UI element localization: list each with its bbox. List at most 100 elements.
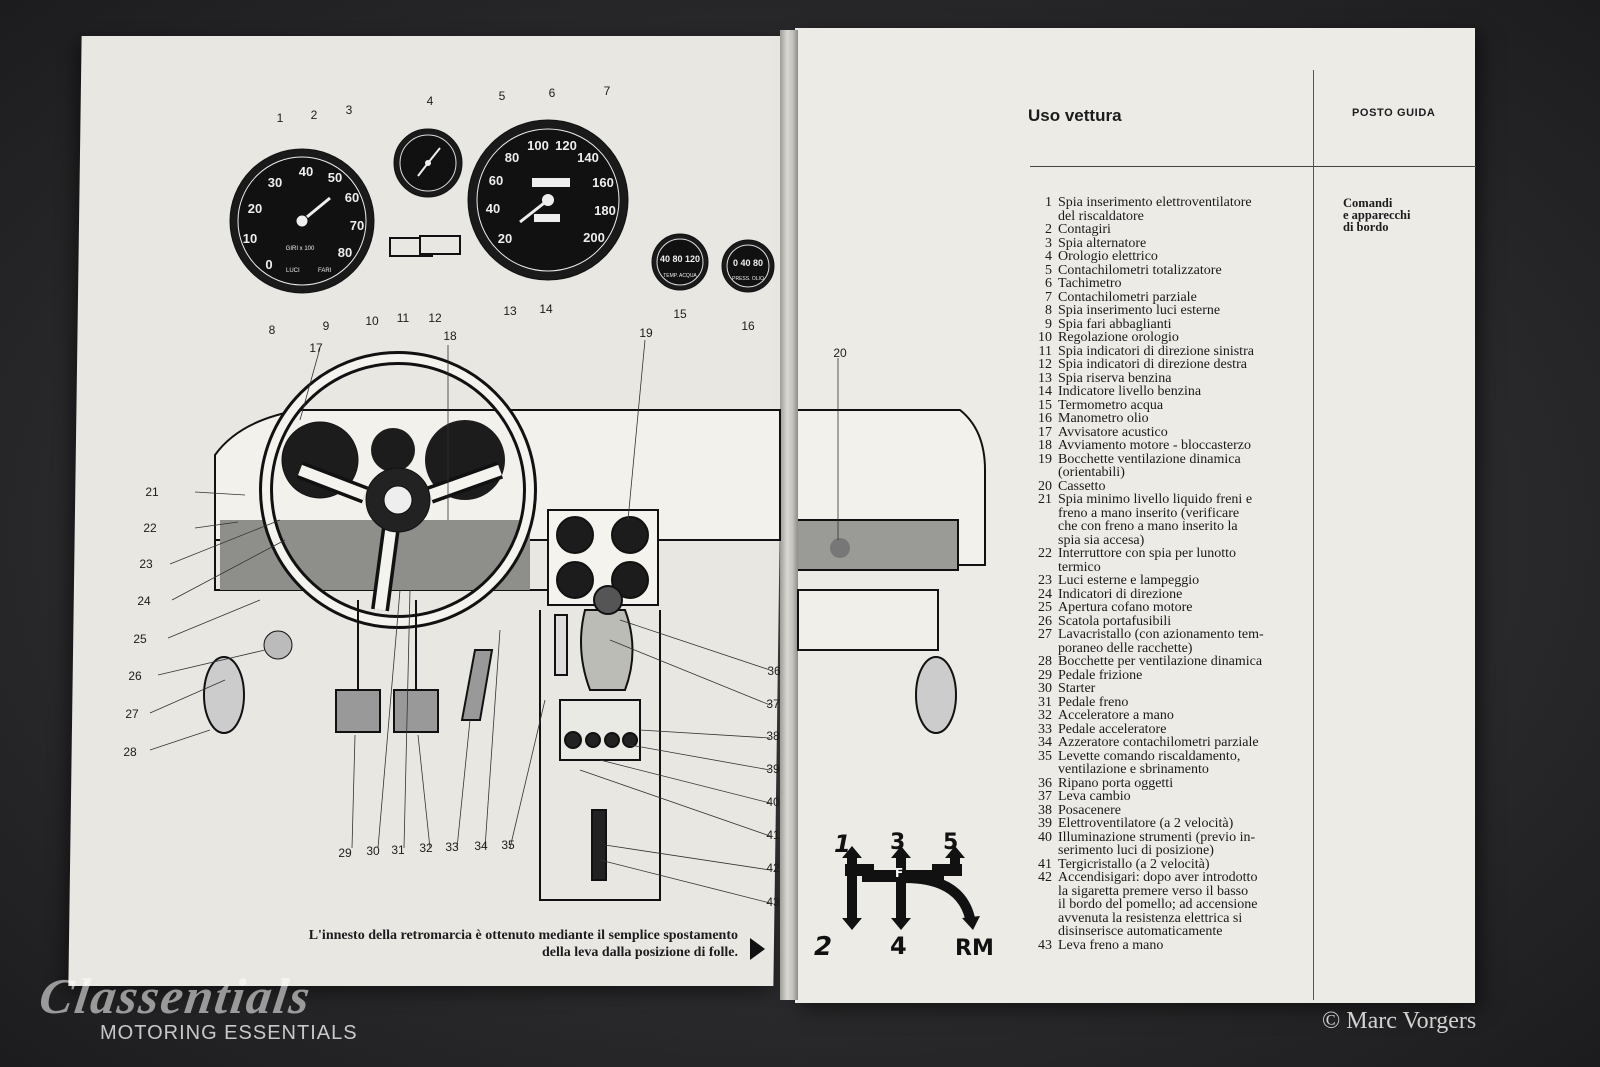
legend-line: Lavacristallo (con azionamento tem- <box>1058 627 1264 642</box>
legend-text: Acceleratore a mano <box>1058 709 1348 723</box>
legend-number: 29 <box>1038 667 1052 683</box>
legend-line: Pedale frizione <box>1058 667 1143 683</box>
temp-label: TEMP. ACQUA <box>663 273 697 279</box>
legend-line: Accendisigari: dopo aver introdotto <box>1058 870 1258 885</box>
shift-label-5: 5 <box>943 830 959 855</box>
svg-text:23: 23 <box>139 557 153 571</box>
page-number: 7 <box>1535 980 1542 992</box>
right-turn-indicator <box>419 235 461 255</box>
legend-text: Scatola portafusibili <box>1058 614 1348 629</box>
svg-text:13: 13 <box>503 304 517 318</box>
legend-line: (orientabili) <box>1058 465 1125 480</box>
legend-line: Leva cambio <box>1058 789 1131 804</box>
svg-text:20: 20 <box>833 346 847 360</box>
legend-line: Bocchette ventilazione dinamica <box>1058 451 1241 467</box>
legend-line: Spia fari abbaglianti <box>1058 316 1172 332</box>
legend-number: 1 <box>1045 195 1052 210</box>
legend-text: Spia indicatori di direzione destra <box>1058 358 1348 372</box>
legend-line: Orologio elettrico <box>1058 249 1158 264</box>
legend-text: Spia riserva benzina <box>1058 370 1348 386</box>
svg-text:120: 120 <box>555 138 577 153</box>
svg-text:30: 30 <box>268 175 282 190</box>
svg-text:180: 180 <box>594 203 616 218</box>
svg-text:3: 3 <box>346 103 353 117</box>
legend-text: Orologio elettrico <box>1058 250 1348 264</box>
legend-line: avvenuta la resistenza elettrica si <box>1058 910 1243 926</box>
svg-text:140: 140 <box>577 150 599 165</box>
svg-text:40: 40 <box>766 795 780 809</box>
legend-text: Indicatori di direzione <box>1058 587 1348 602</box>
legend-text: Tachimetro <box>1058 277 1348 291</box>
legend-line: ventilazione e sbrinamento <box>1058 762 1209 777</box>
shift-label-2: 2 <box>814 932 833 962</box>
legend-line: Luci esterne e lampeggio <box>1058 573 1200 588</box>
svg-text:37: 37 <box>766 697 780 711</box>
svg-text:5: 5 <box>499 89 506 103</box>
legend-number: 20 <box>1038 478 1052 494</box>
legend-item: 37 Leva cambio <box>1028 790 1348 804</box>
legend-line: spia sia accesa) <box>1058 532 1145 548</box>
svg-text:60: 60 <box>489 173 503 188</box>
legend-text: Leva freno a mano <box>1058 938 1348 953</box>
legend-number: 33 <box>1038 721 1052 737</box>
legend-line: Termometro acqua <box>1058 397 1164 413</box>
svg-text:24: 24 <box>137 594 151 608</box>
legend-line: Interruttore con spia per lunotto <box>1058 546 1237 561</box>
svg-text:200: 200 <box>583 230 605 245</box>
svg-text:39: 39 <box>766 762 780 776</box>
svg-text:14: 14 <box>539 302 553 316</box>
svg-text:22: 22 <box>143 521 157 535</box>
legend-line: Spia riserva benzina <box>1058 370 1172 386</box>
legend-text: Bocchette ventilazione dinamica(orientab… <box>1058 451 1348 480</box>
legend-line: Contagiri <box>1058 222 1111 237</box>
legend-number: 25 <box>1038 600 1052 615</box>
center-console <box>539 509 661 901</box>
legend-line: Posacenere <box>1058 802 1121 818</box>
legend-number: 11 <box>1038 343 1052 359</box>
shift-label-reverse: RM <box>955 936 994 961</box>
legend-line: Tachimetro <box>1058 276 1122 291</box>
svg-text:28: 28 <box>123 745 137 759</box>
legend-number: 38 <box>1038 802 1052 818</box>
svg-text:32: 32 <box>419 841 433 855</box>
legend-number: 4 <box>1045 249 1052 264</box>
pedals <box>335 600 494 733</box>
legend-number: 37 <box>1038 789 1052 804</box>
svg-text:0 40 80: 0 40 80 <box>733 258 763 268</box>
legend-number: 21 <box>1038 492 1052 507</box>
legend-text: Starter <box>1058 682 1348 696</box>
legend-text: Spia fari abbaglianti <box>1058 316 1348 332</box>
legend-item: 4 Orologio elettrico <box>1028 250 1348 264</box>
sub-heading-line: di bordo <box>1343 220 1389 234</box>
svg-text:50: 50 <box>328 170 342 185</box>
legend-number: 6 <box>1045 276 1052 291</box>
shift-label-neutral: F <box>895 866 904 880</box>
svg-text:2: 2 <box>311 108 318 122</box>
svg-text:4: 4 <box>427 94 434 108</box>
legend-text: Leva cambio <box>1058 790 1348 804</box>
legend-line: Levette comando riscaldamento, <box>1058 748 1241 764</box>
legend-number: 3 <box>1045 235 1052 251</box>
oil-pressure-gauge: 0 40 80 PRESS. OLIO <box>721 239 775 293</box>
svg-text:40: 40 <box>299 164 313 179</box>
svg-text:80: 80 <box>505 150 519 165</box>
legend-number: 43 <box>1038 937 1052 953</box>
legend-number: 2 <box>1045 222 1052 237</box>
